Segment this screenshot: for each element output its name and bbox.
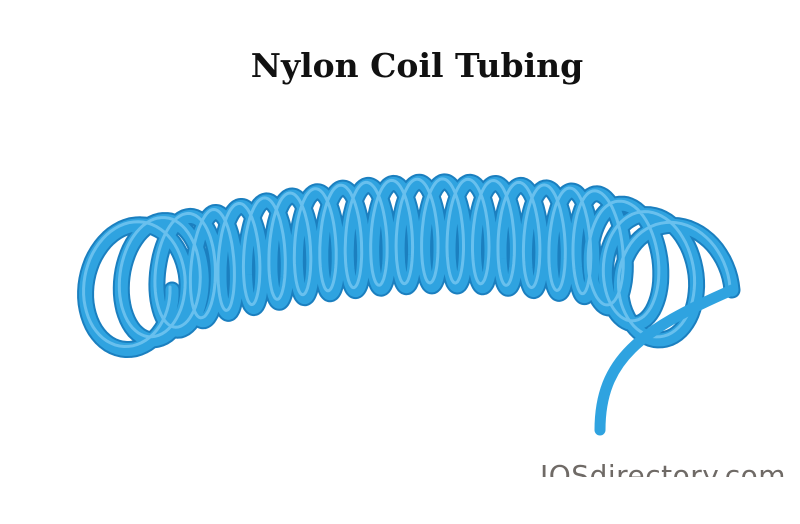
page-title: Nylon Coil Tubing xyxy=(250,46,584,85)
watermark: IQSdirectory.com xyxy=(540,459,787,477)
coil-tail xyxy=(594,284,738,436)
coil-highlight xyxy=(82,177,732,349)
